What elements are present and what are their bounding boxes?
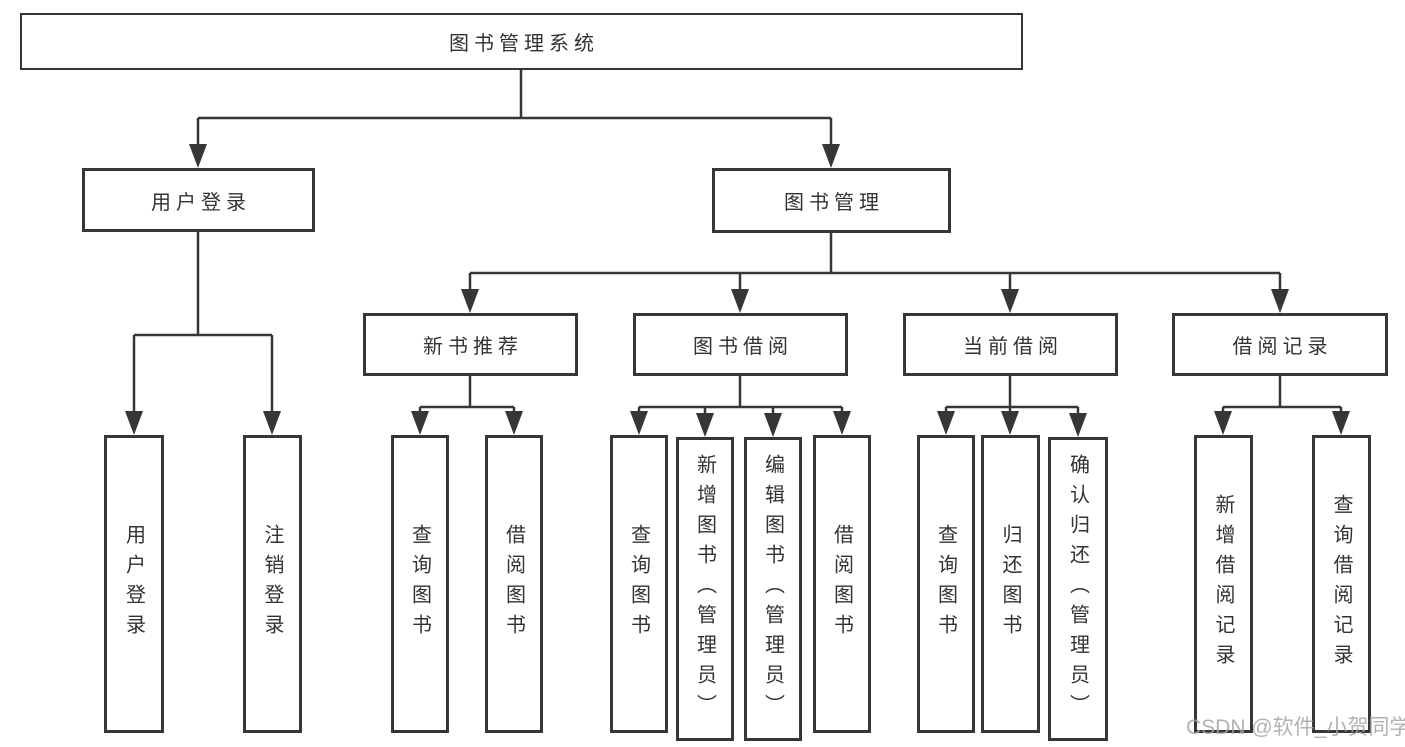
leaf-confirm-return-admin: 确认归还（管理员） [1048, 437, 1108, 741]
node-label: 新增借阅记录 [1212, 494, 1234, 674]
watermark: CSDN @软件_小贺同学 [1186, 716, 1405, 739]
node-label: 归还图书 [999, 524, 1021, 644]
leaf-user-login: 用户登录 [104, 435, 164, 733]
node-label: 借阅记录 [1232, 336, 1333, 358]
node-borrow-records: 借阅记录 [1172, 313, 1388, 376]
node-label: 编辑图书（管理员） [761, 454, 784, 724]
leaf-return-books: 归还图书 [981, 435, 1040, 733]
node-label: 当前借阅 [963, 336, 1063, 358]
node-label: 查询图书 [934, 524, 957, 644]
node-label: 确认归还（管理员） [1066, 454, 1089, 724]
leaf-borrow-books-2: 借阅图书 [813, 435, 871, 733]
node-current-borrow: 当前借阅 [903, 313, 1118, 376]
node-book-management: 图书管理 [712, 168, 951, 233]
leaf-logout-login: 注销登录 [243, 435, 302, 733]
leaf-add-borrow-record: 新增借阅记录 [1194, 435, 1253, 733]
node-label: 注销登录 [261, 524, 283, 644]
node-label: 查询借阅记录 [1330, 494, 1352, 674]
node-label: 新书推荐 [423, 336, 523, 358]
node-label: 图书借阅 [693, 336, 793, 358]
node-book-borrow: 图书借阅 [633, 313, 848, 376]
leaf-edit-books-admin: 编辑图书（管理员） [744, 437, 802, 741]
node-user-login: 用户登录 [82, 168, 315, 232]
node-label: 借阅图书 [502, 524, 525, 644]
leaf-borrow-books-1: 借阅图书 [485, 435, 543, 733]
node-label: 查询图书 [627, 524, 650, 644]
node-label: 用户登录 [122, 524, 145, 644]
node-library-system: 图书管理系统 [20, 13, 1023, 70]
leaf-add-books-admin: 新增图书（管理员） [676, 437, 734, 741]
node-label: 图书管理 [784, 192, 884, 214]
leaf-query-borrow-record: 查询借阅记录 [1312, 435, 1371, 733]
node-label: 新增图书（管理员） [693, 454, 716, 724]
node-label: 借阅图书 [830, 524, 853, 644]
leaf-query-books-1: 查询图书 [391, 435, 449, 733]
arrowheads [125, 144, 1350, 437]
node-new-book-recommend: 新书推荐 [363, 313, 578, 376]
node-label: 图书管理系统 [449, 33, 599, 55]
node-label: 查询图书 [408, 524, 431, 644]
leaf-query-books-2: 查询图书 [610, 435, 668, 733]
node-label: 用户登录 [151, 191, 251, 214]
leaf-query-books-3: 查询图书 [917, 435, 975, 733]
